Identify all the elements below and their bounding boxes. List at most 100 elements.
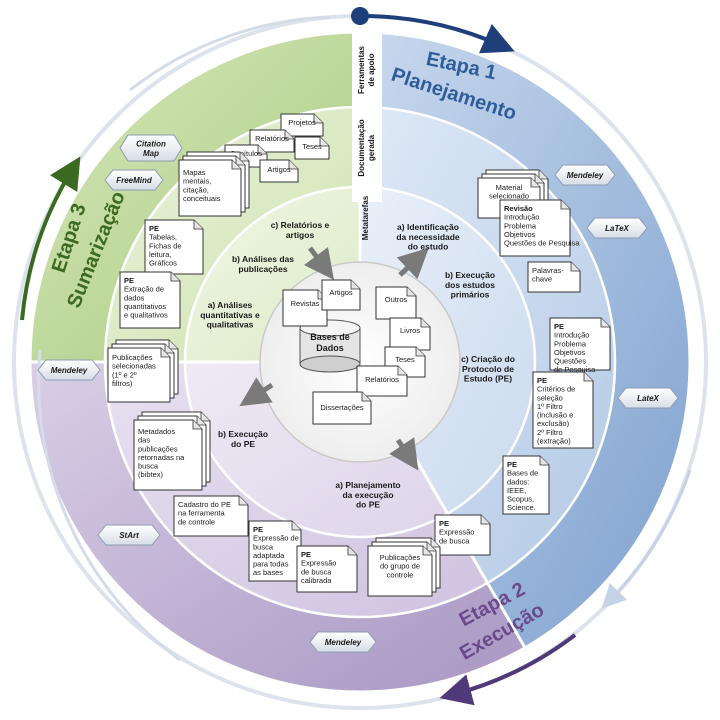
- tool-latex-top-label-line: LaTeX: [605, 224, 629, 233]
- source-revistas-line: Revistas: [291, 299, 320, 308]
- database-icon: Bases de Dados: [299, 319, 361, 373]
- doc-mapas-line: citação,: [183, 185, 209, 194]
- tool-mendeley-bottom[interactable]: Mendeley: [309, 631, 377, 653]
- doc-pe-expr-adapt-page-fold: [291, 521, 301, 531]
- doc-publicacoes-sel-line: (1º e 2º: [112, 370, 137, 379]
- documents-layer: RevistasArtigosOutrosLivrosTesesRelatóri…: [107, 113, 611, 597]
- metatask-plan-a-line: da necessidade: [396, 232, 460, 242]
- doc-pe-criterios-page: [532, 371, 594, 449]
- doc-mapas-line: mentais,: [183, 177, 211, 186]
- metatask-plan-a-line: do estudo: [408, 242, 449, 252]
- execution-flow-arrow: [439, 633, 577, 706]
- tool-latex-right-shape[interactable]: [617, 387, 679, 409]
- doc-artigos: Artigos: [259, 159, 299, 183]
- doc-pe-tabelas-line: Tabelas,: [149, 233, 177, 242]
- db-label-1: Bases de: [310, 332, 350, 342]
- doc-pe-criterios-line: (inclusão e: [537, 411, 573, 420]
- metatask-plan-c-line: Estudo (PE): [464, 374, 512, 384]
- doc-palavras-page-fold: [570, 262, 580, 272]
- tool-start-shape[interactable]: [97, 524, 161, 546]
- doc-palavras-text: Palavras-chave: [532, 266, 564, 284]
- source-revistas-page: [282, 289, 328, 327]
- tool-freemind-label: FreeMind: [116, 176, 153, 185]
- tool-citation-map-shape[interactable]: [119, 134, 183, 162]
- source-artigos-text: Artigos: [329, 288, 353, 297]
- tool-citation-map-label-line: Citation: [136, 140, 166, 149]
- doc-teses-text: Teses: [302, 142, 322, 151]
- doc-revisao-line: Objetivos: [504, 230, 536, 239]
- doc-mapas-page-fold: [231, 160, 241, 170]
- doc-artigos-text: Artigos: [267, 165, 291, 174]
- doc-pe-extracao-line: quantitativos: [124, 302, 166, 311]
- doc-pe-extracao-line: dados: [124, 293, 145, 302]
- doc-pe-expr-adapt-line: PE: [253, 525, 263, 534]
- source-livros-page-fold: [420, 318, 430, 328]
- tool-mendeley-bottom-shape[interactable]: [309, 631, 377, 653]
- light-arrow-right: [601, 469, 692, 609]
- tool-start[interactable]: StArt: [97, 524, 161, 546]
- tool-latex-top-shape[interactable]: [586, 217, 648, 239]
- doc-pe-bases-line: dados:: [507, 477, 530, 486]
- tool-latex-right-label-line: LateX: [637, 394, 659, 403]
- doc-pe-intro-page: [549, 317, 611, 371]
- doc-pe-extracao-line: PE: [124, 276, 134, 285]
- tool-latex-top-label: LaTeX: [605, 224, 629, 233]
- doc-pe-intro-line: Problema: [554, 339, 587, 348]
- tool-freemind-shape[interactable]: [104, 169, 164, 191]
- doc-pe-expr-adapt-line: adaptada: [253, 551, 285, 560]
- arrow-center-to-plan: [396, 247, 429, 280]
- metatask-plan-b-line: b) Execução: [445, 270, 495, 280]
- doc-metadados-page-fold: [192, 420, 202, 430]
- doc-artigos-page-fold: [288, 160, 298, 170]
- summarization-flow-arrow: [20, 156, 81, 321]
- tool-mendeley-left-label: Mendeley: [51, 366, 88, 375]
- doc-pe-expr-adapt-line: busca: [253, 542, 274, 551]
- ring-label-tools-line: de apoio: [367, 53, 376, 86]
- doc-publicacoes-sel-line: Publicações: [112, 353, 153, 362]
- tool-mendeley-top-shape[interactable]: [554, 164, 616, 186]
- metatask-exec-b-line: do PE: [231, 439, 255, 449]
- tool-mendeley-top[interactable]: Mendeley: [554, 164, 616, 186]
- tool-freemind[interactable]: FreeMind: [104, 169, 164, 191]
- source-dissertacoes-page-fold: [361, 392, 371, 402]
- source-revistas-text: Revistas: [291, 299, 320, 308]
- tool-mendeley-left[interactable]: Mendeley: [37, 359, 101, 381]
- tool-latex-right[interactable]: LateX: [617, 387, 679, 409]
- doc-pe-intro-line: Questões: [554, 357, 586, 366]
- tool-latex-top[interactable]: LaTeX: [586, 217, 648, 239]
- doc-material-page-fold: [530, 178, 540, 188]
- doc-pe-extracao-line: e qualitativos: [124, 311, 168, 320]
- tool-mendeley-left-shape[interactable]: [37, 359, 101, 381]
- source-relatorios-page: [356, 365, 408, 397]
- doc-pe-criterios-line: seleção: [537, 393, 563, 402]
- doc-pe-intro-line: Objetivos: [554, 348, 586, 357]
- source-artigos-line: Artigos: [329, 288, 353, 297]
- source-outros-text: Outros: [385, 295, 408, 304]
- tool-mendeley-bottom-label-line: Mendeley: [325, 638, 362, 647]
- source-dissertacoes-line: Dissertações: [320, 403, 364, 412]
- doc-revisao-line: Revisão: [504, 204, 533, 213]
- metatask-exec-b-line: b) Execução: [218, 429, 268, 439]
- doc-pe-expr-adapt-line: para todas: [253, 560, 289, 569]
- doc-pe-expr-calib-line: de busca: [301, 567, 332, 576]
